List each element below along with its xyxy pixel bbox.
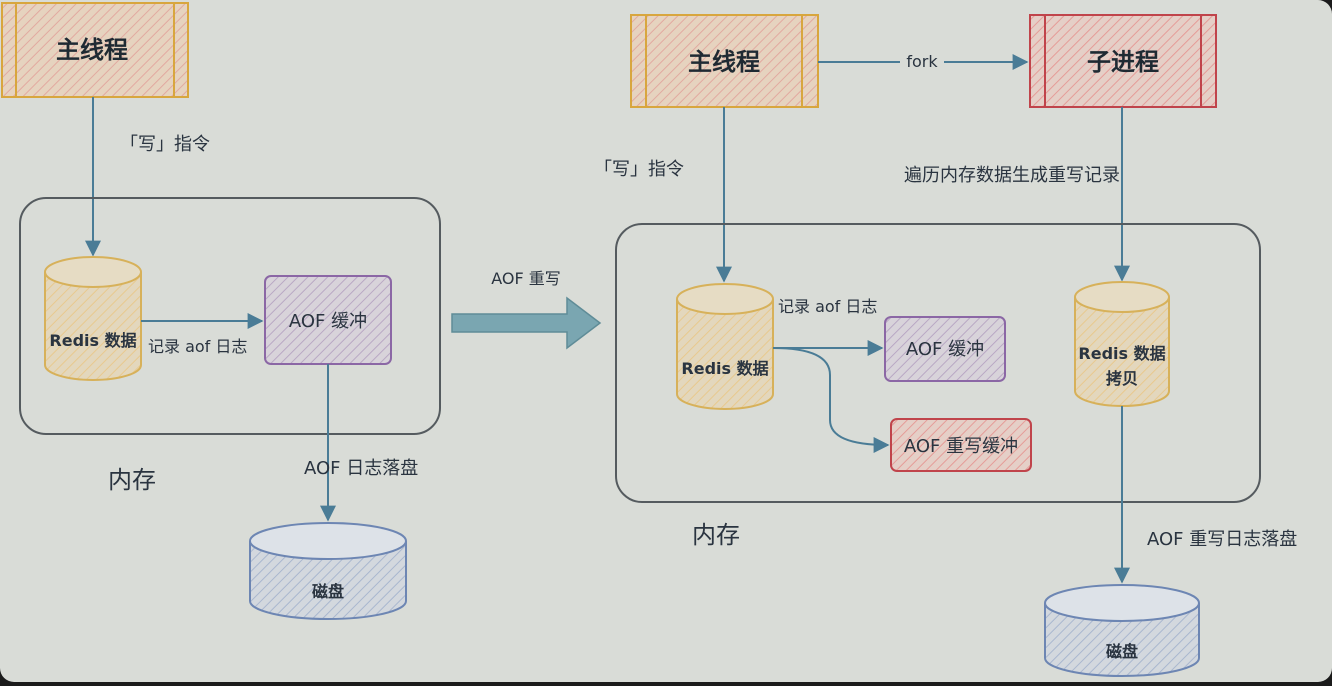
child-process-box: 子进程 [1029,14,1217,108]
right-record-label: 记录 aof 日志 [778,297,877,316]
left-main-thread-label: 主线程 [56,36,128,64]
transition-label: AOF 重写 [491,269,561,288]
child-process-label: 子进程 [1087,48,1159,76]
left-aof-buffer-label: AOF 缓冲 [289,311,367,332]
left-redis-cylinder: Redis 数据 [44,256,142,381]
traverse-label: 遍历内存数据生成重写记录 [904,165,1120,186]
left-memory-label: 内存 [108,466,156,494]
right-memory-frame [615,223,1261,503]
left-aof-buffer-box: AOF 缓冲 [264,275,392,365]
right-write-cmd-label: 「写」指令 [594,159,684,180]
left-main-thread-box: 主线程 [1,2,189,98]
aof-rewrite-buffer-label: AOF 重写缓冲 [904,436,1018,457]
right-rewrite-buffer-arrow [772,347,890,453]
left-redis-label: Redis 数据 [49,331,136,350]
aof-rewrite-buffer-box: AOF 重写缓冲 [890,418,1032,472]
left-disk-label: 磁盘 [312,582,344,601]
right-flush-label: AOF 重写日志落盘 [1147,529,1297,550]
right-memory-label: 内存 [692,521,740,549]
right-aof-buffer-box: AOF 缓冲 [884,316,1006,382]
left-write-cmd-label: 「写」指令 [120,134,210,155]
right-disk-cylinder: 磁盘 [1044,584,1200,677]
left-disk-cylinder: 磁盘 [249,522,407,620]
right-main-thread-label: 主线程 [688,48,760,76]
right-aof-buffer-label: AOF 缓冲 [906,339,984,360]
redis-copy-cylinder: Redis 数据 拷贝 [1074,281,1170,407]
left-memory-frame [19,197,441,435]
left-flush-label: AOF 日志落盘 [304,458,418,479]
right-redis-label: Redis 数据 [681,359,768,378]
fork-label: fork [906,52,938,71]
redis-copy-label-line1: Redis 数据 [1078,344,1165,363]
redis-copy-label-line2: 拷贝 [1106,369,1138,388]
right-disk-label: 磁盘 [1106,642,1138,661]
right-redis-cylinder: Redis 数据 [676,283,774,410]
right-main-thread-box: 主线程 [630,14,819,108]
transition-arrow [451,296,602,350]
left-record-label: 记录 aof 日志 [148,337,247,356]
